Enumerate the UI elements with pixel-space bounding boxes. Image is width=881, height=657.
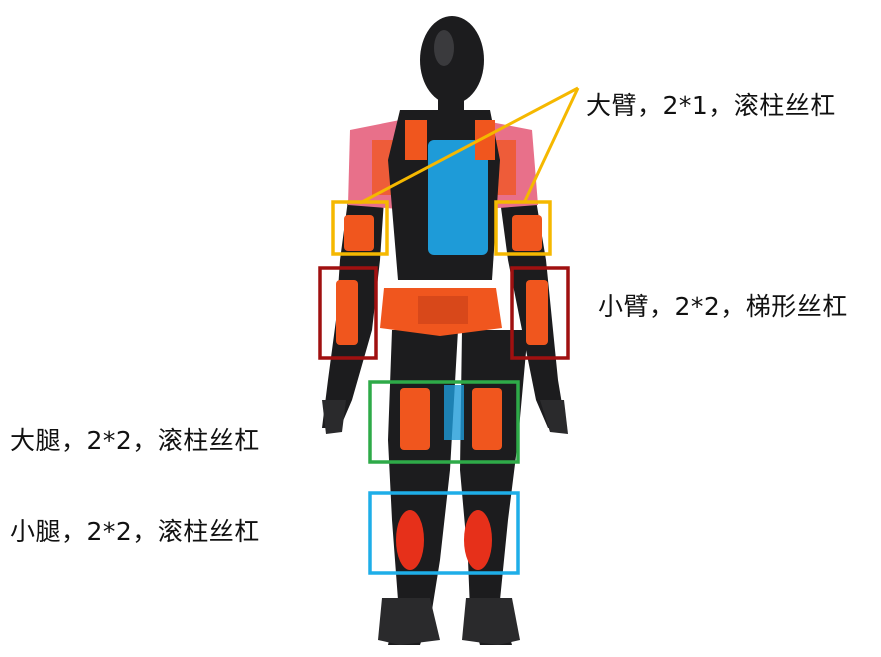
shank-box (368, 491, 520, 575)
upper-arm-label: 大臂，2*1，滚柱丝杠 (586, 91, 836, 120)
thigh-label: 大腿，2*2，滚柱丝杠 (10, 426, 260, 455)
forearm-box-left (318, 266, 378, 360)
upper-arm-callout-line-right (522, 87, 580, 204)
upper-arm-box-left (331, 200, 389, 256)
humanoid-robot-illustration (322, 16, 568, 645)
thigh-box (368, 380, 520, 464)
upper-arm-callout-line-left (359, 86, 579, 205)
forearm-label: 小臂，2*2，梯形丝杠 (598, 292, 848, 321)
upper-arm-box-right (494, 200, 552, 256)
shank-label: 小腿，2*2，滚柱丝杠 (10, 517, 260, 546)
forearm-box-right (510, 266, 570, 360)
